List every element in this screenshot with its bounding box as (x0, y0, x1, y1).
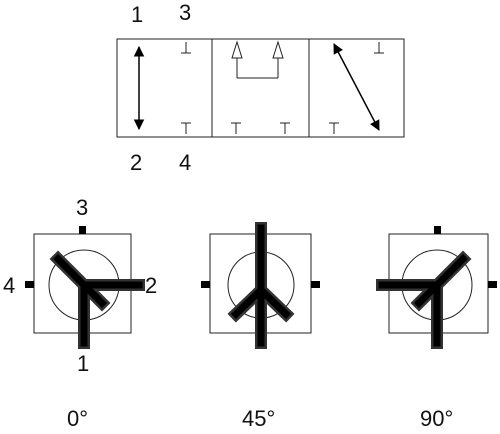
angle-label: 45° (242, 406, 275, 431)
valve-position-1 (133, 42, 191, 134)
port-stub-top (79, 226, 86, 234)
blocked-port-bottom-left (231, 122, 241, 134)
angle-label: 0° (67, 406, 88, 431)
rotary-view-0: 3 4 2 1 0° (3, 195, 157, 431)
port-stub-right (488, 281, 497, 288)
hollow-arrow-left (231, 40, 243, 59)
hollow-arrow-right (272, 40, 284, 59)
valve-position-3 (329, 42, 384, 134)
rotor-passage (49, 250, 145, 349)
port-label-1: 1 (131, 2, 143, 27)
port-stub-top (434, 226, 441, 234)
port-stub-left (25, 281, 34, 288)
rotary-view-90: 90° (376, 226, 497, 431)
port-label-left: 4 (3, 273, 15, 298)
port-label-3: 3 (179, 0, 191, 25)
valve-position-2 (231, 40, 290, 134)
rotary-view-45: 45° (201, 222, 320, 431)
u-connection (236, 58, 279, 79)
blocked-port-bottom-right (280, 122, 290, 134)
flow-arrow-diagonal (333, 43, 380, 131)
port-label-4: 4 (179, 150, 191, 175)
port-label-2: 2 (130, 150, 142, 175)
port-label-right: 2 (145, 273, 157, 298)
angle-label: 90° (420, 406, 453, 431)
blocked-port-top (374, 42, 384, 54)
port-stub-left (201, 281, 210, 288)
rotor-passage (227, 222, 295, 349)
port-stub-right (311, 281, 320, 288)
valve-body (116, 38, 405, 138)
port-label-top: 3 (76, 195, 88, 220)
blocked-port-bottom (181, 122, 191, 134)
blocked-port-bottom (329, 122, 339, 134)
rotor-passage (376, 250, 472, 349)
blocked-port-top (181, 42, 191, 54)
valve-symbol: 1 3 2 4 (116, 0, 405, 175)
port-label-bottom: 1 (77, 351, 89, 376)
